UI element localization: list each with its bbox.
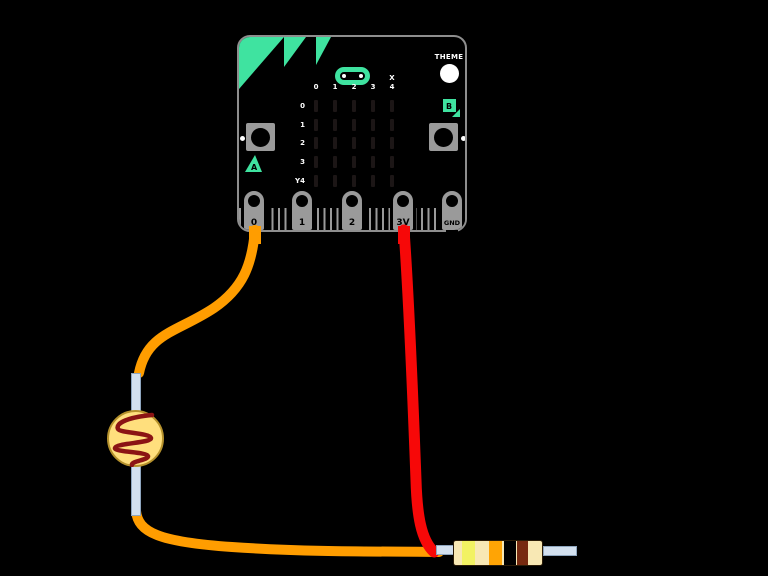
resistor-lead-right [543, 546, 577, 556]
led [352, 175, 356, 187]
led-col-label: 4 [389, 83, 395, 91]
resistor-band [489, 541, 502, 565]
resistor-body[interactable] [453, 540, 543, 566]
pin-label: 0 [250, 218, 258, 228]
pin-hole-icon [292, 191, 312, 211]
bulb-globe[interactable] [107, 410, 164, 467]
led [371, 119, 375, 131]
wire-bulb-to-resistor[interactable] [131, 506, 444, 557]
led-col-label: 1 [332, 83, 338, 91]
button-a[interactable] [246, 123, 275, 151]
mounting-dot-right-icon [461, 136, 465, 141]
led-row-label: Y4 [295, 177, 305, 185]
led-col-label: 2 [351, 83, 357, 91]
led [314, 156, 318, 168]
led [390, 175, 394, 187]
resistor-band [504, 541, 516, 565]
led-col-label: 3 [370, 83, 376, 91]
led [371, 156, 375, 168]
button-a-marker-icon: A [245, 155, 262, 172]
pin-label: 3V [396, 218, 410, 228]
pin-label: 1 [298, 218, 306, 228]
resistor-band [517, 541, 528, 565]
pin-pad-2[interactable]: 2 [339, 191, 365, 230]
button-b[interactable] [429, 123, 458, 151]
led [333, 175, 337, 187]
wire-3v-to-resistor[interactable] [398, 224, 440, 558]
button-a-marker-label: A [251, 163, 258, 172]
pin-hole-icon [244, 191, 264, 211]
led [390, 119, 394, 131]
led [314, 175, 318, 187]
led-col-axis-marker: X [389, 74, 395, 82]
pin-pad-1[interactable]: 1 [289, 191, 315, 230]
led-row-label: 2 [300, 139, 305, 147]
led [314, 119, 318, 131]
led [352, 119, 356, 131]
resistor-band [462, 541, 475, 565]
mounting-dot-left-icon [240, 136, 245, 141]
pin-label: GND [443, 219, 461, 227]
led [314, 100, 318, 112]
pin-pad-0[interactable]: 0 [241, 191, 267, 230]
microbit-logo-icon [335, 67, 370, 85]
led [352, 100, 356, 112]
led [333, 100, 337, 112]
button-a-hole-icon [251, 127, 270, 147]
bulb-filament-icon [112, 412, 155, 467]
led [333, 119, 337, 131]
led [390, 100, 394, 112]
pin-hole-icon [393, 191, 413, 211]
button-b-hole-icon [434, 127, 453, 147]
logo-dot-left [342, 74, 346, 78]
teal-decoration-icon [239, 37, 331, 89]
led [390, 137, 394, 149]
theme-label: THEME [434, 53, 464, 61]
led [333, 156, 337, 168]
led [390, 156, 394, 168]
wire-pin0-to-bulb[interactable] [134, 225, 260, 378]
pin-pad-3V[interactable]: 3V [390, 191, 416, 230]
pin-label: 2 [348, 218, 356, 228]
led-row-label: 3 [300, 158, 305, 166]
led [371, 100, 375, 112]
theme-button[interactable] [440, 64, 459, 83]
led-row-label: 1 [300, 121, 305, 129]
led [314, 137, 318, 149]
button-b-marker-icon: B [443, 99, 460, 117]
led [333, 137, 337, 149]
led-row-label: 0 [300, 102, 305, 110]
led [352, 137, 356, 149]
pin-hole-icon [442, 191, 462, 211]
gnd-wire-stub[interactable] [446, 230, 458, 244]
led [352, 156, 356, 168]
led [371, 137, 375, 149]
led [371, 175, 375, 187]
resistor-lead-left [436, 545, 454, 555]
logo-dot-right [359, 74, 363, 78]
button-b-marker-label: B [446, 102, 452, 111]
pin-pad-GND[interactable]: GND [439, 191, 465, 230]
pin-hole-icon [342, 191, 362, 211]
led-col-label: 0 [313, 83, 319, 91]
